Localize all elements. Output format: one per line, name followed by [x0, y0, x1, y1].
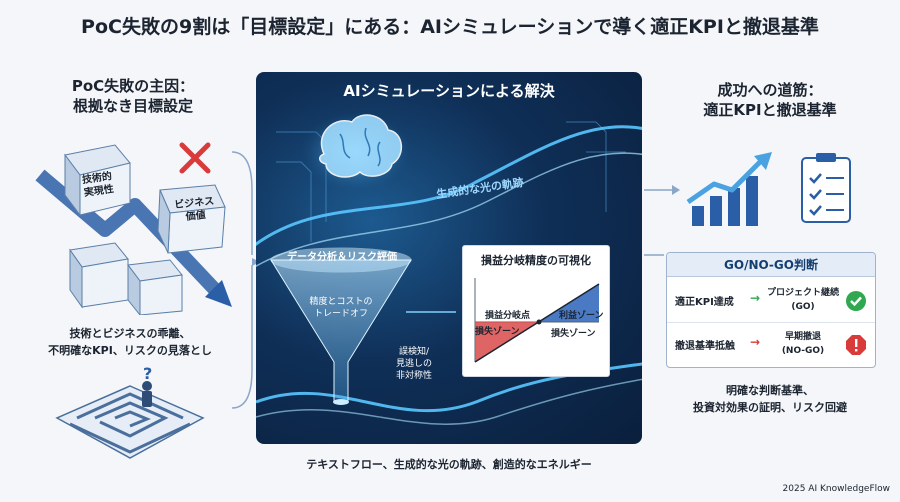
funnel-top-label: データ分析＆リスク評価	[287, 252, 397, 263]
profit-zone-label: 利益ゾーン	[559, 311, 604, 321]
light-trail-upper	[256, 125, 642, 247]
check-circle-icon	[846, 291, 866, 311]
main-title: PoC失敗の9割は「目標設定」にある：AIシミュレーションで導く適正KPIと撤退…	[81, 16, 819, 38]
decision-result-no-go: 早期撤退 (NO-GO)	[767, 330, 839, 358]
funnel-side-line-1: 誤検知/	[398, 347, 430, 357]
decision-result-go-line-1: プロジェクト継続	[767, 288, 840, 298]
decision-result-go-line-2: (GO)	[791, 302, 815, 312]
decision-row-go: 適正KPI達成 → プロジェクト継続 (GO)	[667, 279, 875, 323]
footer-credit: 2025 AI KnowledgeFlow	[782, 484, 890, 494]
go-no-go-card: GO/NO-GO判断 適正KPI達成 → プロジェクト継続 (GO) 撤退基準抵…	[666, 252, 876, 368]
left-caption-line-1: 技術とビジネスの乖離、	[69, 327, 191, 340]
decision-condition-go: 適正KPI達成	[675, 297, 734, 308]
right-heading-line-1: 成功への道筋：	[717, 81, 823, 99]
funnel-side-line-2: 見逃しの	[395, 359, 432, 369]
decision-result-no-go-line-1: 早期撤退	[784, 332, 821, 342]
funnel-mid-line-1: 精度とコストの	[309, 297, 373, 307]
loss-zone-label-left: 損失ゾーン	[475, 327, 520, 337]
right-connector-arrows	[644, 185, 680, 256]
right-caption-line-1: 明確な判断基準、	[726, 384, 814, 397]
breakeven-chart	[474, 278, 600, 363]
decision-arrow-no-go: →	[750, 335, 761, 349]
red-x-icon	[179, 142, 211, 174]
person-icon	[142, 381, 152, 407]
left-heading-line-2: 根拠なき目標設定	[72, 97, 193, 115]
right-heading-line-2: 適正KPIと撤退基準	[703, 101, 837, 119]
left-caption: 技術とビジネスの乖離、 不明確なKPI、リスクの見落とし	[20, 325, 240, 359]
breakeven-label: 損益分岐点	[485, 311, 531, 321]
decision-arrow-go: →	[750, 291, 761, 305]
left-heading-line-1: PoC失敗の主因：	[71, 77, 195, 95]
decision-row-no-go: 撤退基準抵触 → 早期撤退 (NO-GO)	[667, 323, 875, 367]
broken-cubes-illustration	[35, 142, 232, 315]
funnel-side-line-3: 非対称性	[395, 371, 432, 381]
loss-zone-label-right: 損失ゾーン	[551, 329, 596, 339]
light-trail-upper-2	[256, 152, 642, 268]
brain-icon	[301, 112, 411, 192]
stop-octagon-icon	[846, 335, 866, 355]
right-caption-line-2: 投資対効果の証明、リスク回避	[693, 401, 847, 414]
cube-technical	[64, 144, 131, 217]
maze-illustration	[55, 381, 205, 459]
left-caption-line-2: 不明確なKPI、リスクの見落とし	[48, 344, 212, 357]
growth-chart-icon	[686, 152, 772, 226]
funnel-side-label: 誤検知/ 見逃しの 非対称性	[384, 346, 444, 382]
funnel-mid-line-2: トレードオフ	[313, 309, 368, 319]
light-trail-illustration	[256, 112, 642, 425]
cube-bottom-right	[127, 259, 183, 315]
question-mark-icon: ?	[143, 364, 153, 383]
panel-title: AIシミュレーションによる解決	[343, 82, 555, 100]
funnel-mid-label: 精度とコストの トレードオフ	[296, 296, 386, 320]
decision-result-no-go-line-2: (NO-GO)	[781, 346, 825, 356]
falling-arrow-head	[205, 280, 232, 307]
left-heading: PoC失敗の主因： 根拠なき目標設定	[38, 76, 228, 116]
right-caption: 明確な判断基準、 投資対効果の証明、リスク回避	[660, 382, 880, 416]
cube-business	[157, 184, 226, 254]
chart-title: 損益分岐精度の可視化	[481, 254, 591, 267]
right-heading: 成功への道筋： 適正KPIと撤退基準	[660, 80, 880, 120]
center-caption: テキストフロー、生成的な光の軌跡、創造的なエネルギー	[306, 458, 592, 471]
breakeven-point	[536, 319, 542, 325]
decision-condition-no-go: 撤退基準抵触	[675, 341, 735, 352]
checklist-clipboard-icon	[801, 153, 851, 223]
breakeven-chart-card: 損益分岐精度の可視化 損益分岐点 利益ゾーン 損失ゾーン 損失ゾーン	[462, 245, 610, 377]
light-trail-lower-2	[256, 378, 642, 425]
decision-result-go: プロジェクト継続 (GO)	[767, 286, 839, 314]
go-no-go-header: GO/NO-GO判断	[667, 253, 875, 277]
cube-bottom-left	[69, 242, 129, 309]
funnel-icon	[270, 247, 412, 405]
